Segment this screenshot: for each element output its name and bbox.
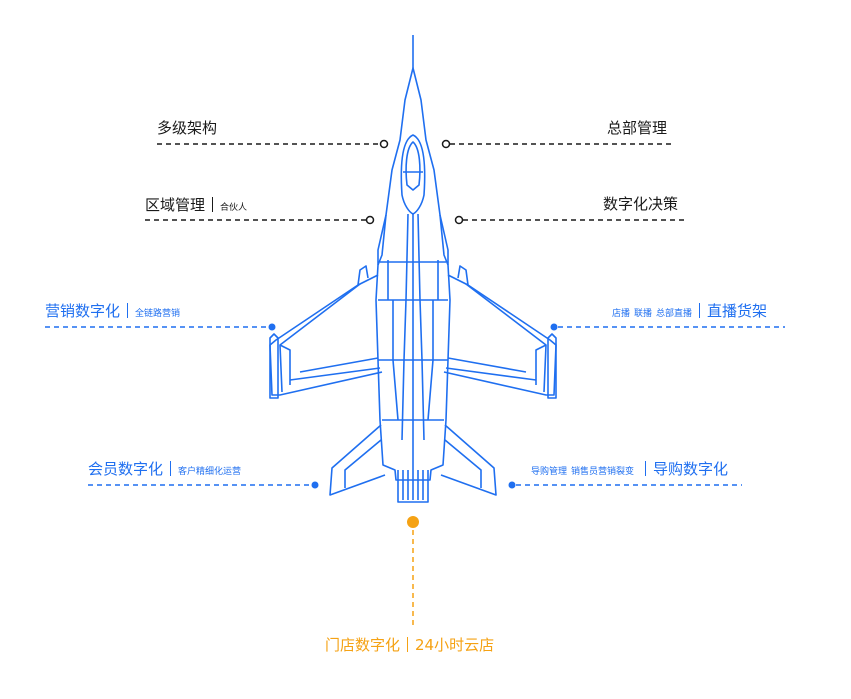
separator (407, 637, 409, 652)
label-region-text: 区域管理 (145, 196, 206, 214)
label-store-sub: 24小时云店 (415, 636, 495, 654)
aircraft-outline (269, 35, 557, 503)
label-multi-level-text: 多级架构 (157, 119, 218, 137)
label-guide-sub-2: 销售员营销裂变 (571, 467, 635, 477)
label-shelf-sub-2: 联播 (634, 309, 653, 319)
label-marketing-sub: 全链路营销 (135, 309, 181, 319)
orange-leader (407, 516, 419, 628)
label-decision-text: 数字化决策 (603, 195, 679, 213)
separator (645, 461, 647, 476)
label-member: 会员数字化 客户精细化运营 (88, 461, 241, 477)
separator (212, 197, 214, 212)
label-region-sub: 合伙人 (220, 203, 248, 213)
leader-dot (441, 139, 451, 149)
label-marketing-text: 营销数字化 (45, 302, 121, 320)
label-multi-level: 多级架构 (157, 121, 217, 136)
label-decision: 数字化决策 (603, 197, 678, 212)
label-guide: 导购管理销售员营销裂变 导购数字化 (531, 461, 728, 477)
label-member-text: 会员数字化 (88, 460, 164, 478)
leader-dot (268, 323, 276, 331)
label-store: 门店数字化 24小时云店 (325, 637, 494, 653)
blue-leaders (45, 323, 785, 489)
leader-dot (454, 215, 464, 225)
dark-leaders (145, 139, 684, 225)
separator (127, 303, 129, 318)
leader-dot (365, 215, 375, 225)
label-guide-sub-1: 导购管理 (531, 467, 568, 477)
label-marketing: 营销数字化 全链路营销 (45, 303, 180, 319)
leader-dot (550, 323, 558, 331)
label-shelf: 店播联播总部直播 直播货架 (612, 303, 767, 319)
label-guide-text: 导购数字化 (653, 460, 729, 478)
label-hq: 总部管理 (607, 121, 667, 136)
separator (170, 461, 172, 476)
separator (699, 303, 701, 318)
label-member-sub: 客户精细化运营 (178, 467, 242, 477)
leader-dot (407, 516, 419, 528)
leader-dot (311, 481, 319, 489)
leader-dot (379, 139, 389, 149)
label-store-text: 门店数字化 (325, 636, 401, 654)
label-shelf-text: 直播货架 (707, 302, 768, 320)
label-hq-text: 总部管理 (607, 119, 668, 137)
label-shelf-sub-3: 总部直播 (656, 309, 693, 319)
label-region: 区域管理 合伙人 (145, 197, 247, 213)
leader-dot (508, 481, 516, 489)
label-shelf-sub-1: 店播 (612, 309, 631, 319)
